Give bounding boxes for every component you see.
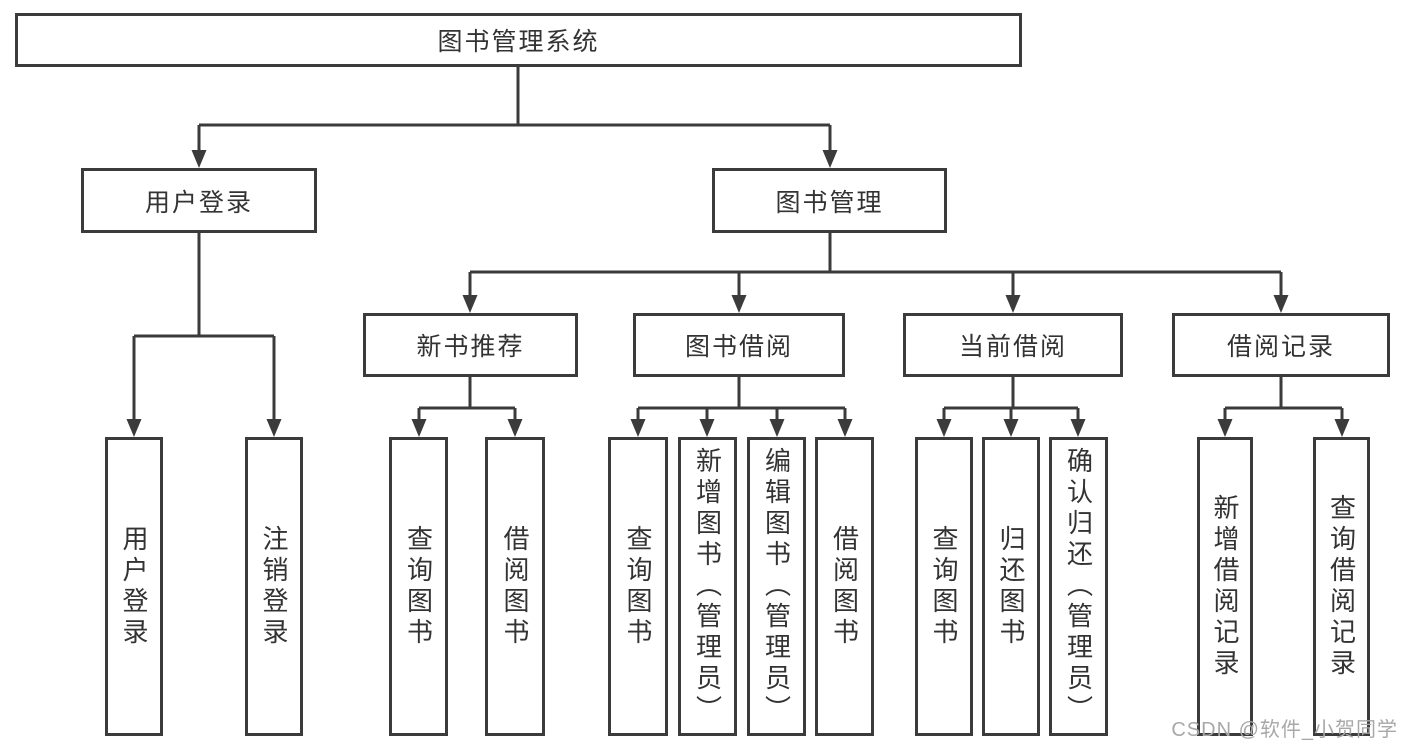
arrowhead [699,419,715,437]
leaf-borrow-book-rec-label: 借阅图书 [500,524,530,649]
arrowhead [411,419,427,437]
leaf-return-book-label: 归还图书 [996,524,1026,649]
node-borrow-records: 借阅记录 [1172,313,1390,377]
leaf-borrow-book-borrow: 借阅图书 [815,437,874,736]
node-root-label: 图书管理系统 [437,28,600,56]
arrowhead [1003,419,1019,437]
leaf-edit-book-admin-label: 编辑图书（管理员） [761,447,792,726]
leaf-user-login-label: 用户登录 [119,524,149,649]
arrowhead [1005,295,1021,313]
node-book-mgmt-label: 图书管理 [775,188,884,217]
leaf-add-book-admin: 新增图书（管理员） [678,437,737,736]
leaf-query-book-current-label: 查询图书 [929,524,959,649]
node-new-book-rec-label: 新书推荐 [416,333,525,361]
arrowhead [266,419,282,437]
node-book-borrow-label: 图书借阅 [684,333,793,361]
arrowhead [731,295,747,313]
node-book-mgmt: 图书管理 [712,168,947,233]
arrowhead [191,150,207,168]
leaf-add-book-admin-label: 新增图书（管理员） [692,447,723,726]
node-user-login: 用户登录 [81,168,317,233]
leaf-query-book-borrow: 查询图书 [608,437,668,736]
leaf-logout: 注销登录 [245,437,303,736]
arrowhead [936,419,952,437]
leaf-logout-label: 注销登录 [259,524,289,649]
leaf-edit-book-admin: 编辑图书（管理员） [747,437,806,736]
leaf-add-borrow-record: 新增借阅记录 [1197,437,1253,736]
arrowhead [462,295,478,313]
leaf-query-book-rec: 查询图书 [389,437,448,736]
node-root: 图书管理系统 [15,13,1022,67]
arrowhead [126,419,142,437]
leaf-add-borrow-record-label: 新增借阅记录 [1210,493,1240,680]
arrowhead [1273,295,1289,313]
node-borrow-records-label: 借阅记录 [1226,333,1335,361]
leaf-borrow-book-borrow-label: 借阅图书 [829,524,860,649]
leaf-return-book: 归还图书 [982,437,1040,736]
node-current-borrow: 当前借阅 [903,313,1123,377]
leaf-confirm-return-admin: 确认归还（管理员） [1049,437,1108,736]
arrowhead [630,419,646,437]
arrowhead [507,419,523,437]
arrowhead [769,419,785,437]
arrowhead [837,419,853,437]
leaf-query-borrow-record: 查询借阅记录 [1313,437,1370,736]
leaf-query-book-borrow-label: 查询图书 [623,524,653,649]
leaf-query-book-rec-label: 查询图书 [403,524,434,649]
node-user-login-label: 用户登录 [144,188,253,217]
leaf-query-borrow-record-label: 查询借阅记录 [1326,493,1357,680]
arrowhead [1217,419,1233,437]
arrowhead [1070,419,1086,437]
leaf-user-login: 用户登录 [105,437,163,736]
leaf-borrow-book-rec: 借阅图书 [485,437,545,736]
arrowhead [1334,419,1350,437]
csdn-watermark: CSDN @软件_小贺同学 [1171,719,1398,741]
arrowhead [822,150,838,168]
leaf-confirm-return-admin-label: 确认归还（管理员） [1063,447,1094,726]
node-current-borrow-label: 当前借阅 [958,333,1067,361]
node-book-borrow: 图书借阅 [633,313,845,377]
leaf-query-book-current: 查询图书 [915,437,973,736]
node-new-book-rec: 新书推荐 [363,313,578,377]
